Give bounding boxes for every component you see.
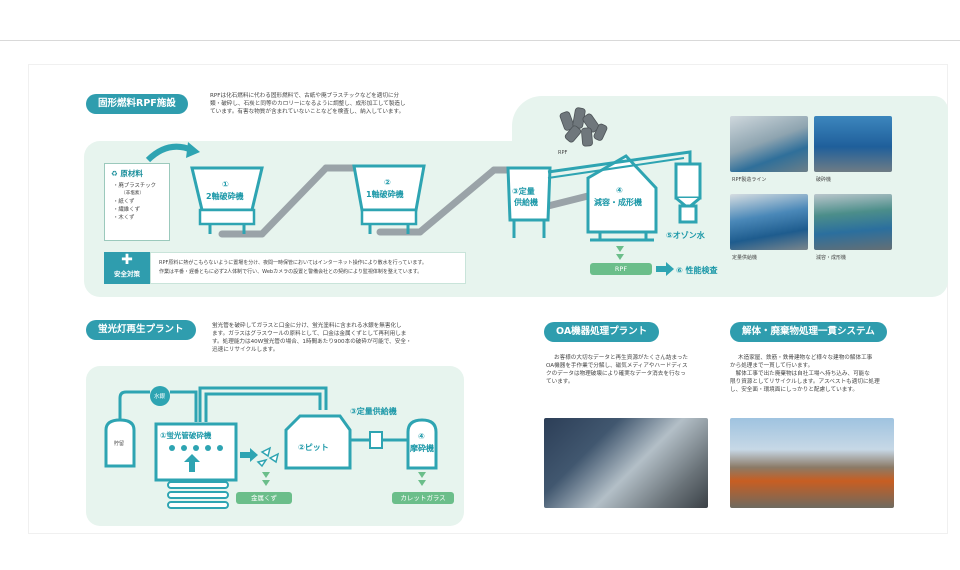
storage-label: 貯留	[114, 441, 125, 447]
step3-label-2: 供給機	[514, 198, 538, 207]
metal-scrap-tag: 金属くず	[236, 492, 292, 504]
safety-line: RPF原料に熱がこもらないように置場を分け、夜間一時保管においてはインターネット…	[159, 260, 427, 266]
oa-title: OA機器処理プラント	[544, 322, 660, 342]
rpf-down-arrows	[616, 246, 624, 260]
compression-molder	[586, 154, 658, 242]
grinder	[406, 418, 438, 470]
conveyor-belt	[416, 166, 498, 236]
mercury-label: 水銀	[154, 394, 166, 400]
step2-label: 1軸破砕機	[366, 190, 404, 199]
safety-line: 作業は平番・遅番ともに必ず2人体制で行い、Webカメラの設置と警備会社との契約に…	[159, 269, 423, 275]
fluor-step4-number: ④	[418, 432, 425, 441]
safety-text-box: RPF原料に熱がこもらないように置場を分け、夜間一時保管においてはインターネット…	[150, 252, 466, 284]
conveyor-belt	[258, 164, 330, 238]
right-arrow-icon	[240, 448, 258, 462]
recycle-icon: ♻	[111, 169, 118, 178]
rpf-pellets-image	[559, 107, 608, 147]
rpf-output-tag: RPF	[590, 263, 652, 275]
exhaust-duct	[547, 150, 692, 174]
one-axis-crusher	[352, 164, 426, 234]
output-arrows	[262, 472, 426, 486]
photo-molder	[814, 194, 892, 250]
fluor-step3: ③定量供給機	[350, 407, 397, 416]
pit	[284, 414, 352, 470]
step5-label: ⑤オゾン水	[666, 231, 705, 240]
fluorescent-title: 蛍光灯再生プラント	[86, 320, 196, 340]
crusher-rollers	[169, 445, 223, 451]
fluor-step1: ①蛍光管破砕機	[160, 431, 212, 440]
photo-production-line	[730, 116, 808, 172]
step4-label: 減容・成形機	[594, 198, 642, 207]
photo-caption: RPF製造ライン	[732, 177, 767, 183]
photo-caption: 破砕機	[816, 177, 832, 183]
top-divider	[0, 40, 960, 41]
material-item: （非塩素）	[121, 191, 144, 196]
step1-number: ①	[222, 180, 229, 189]
photo-caption: 減容・成形機	[816, 255, 847, 261]
step4-number: ④	[616, 186, 623, 195]
material-item: ・紙くず	[113, 199, 135, 205]
up-arrow-icon	[184, 454, 200, 472]
performance-inspection: ⑥ 性能検査	[676, 266, 718, 275]
fluorescent-description: 蛍光管を破砕してガラスと口金に分け、蛍光塗料に含まれる水銀を無害化します。ガラス…	[212, 323, 412, 353]
duct	[170, 390, 198, 422]
demolition-description: 木造家屋、鉄筋・鉄骨建物など様々な建物の解体工事から処理まで一貫して行います。 …	[730, 355, 880, 393]
step2-number: ②	[384, 178, 391, 187]
step1-label: 2軸破砕機	[206, 192, 244, 201]
photo-crusher	[814, 116, 892, 172]
material-item: ・廃プラスチック	[113, 183, 157, 189]
raw-materials-title: 原材料	[120, 169, 143, 178]
conveyor-belt	[544, 192, 592, 210]
material-item: ・木くず	[113, 215, 135, 221]
demolition-title: 解体・廃棄物処理一貫システム	[730, 322, 887, 342]
demolition-site-photo	[730, 418, 894, 508]
duct	[198, 386, 328, 422]
duct	[204, 392, 322, 422]
photo-caption: 定量供給機	[732, 255, 758, 261]
exhaust-duct-inner	[547, 157, 685, 179]
two-axis-crusher	[190, 166, 264, 234]
inspection-arrow	[656, 262, 674, 276]
raw-materials-box: ♻ 原材料 ・廃プラスチック （非塩素） ・紙くず ・繊維くず ・木くず	[104, 163, 170, 241]
ozone-water-tower	[674, 162, 702, 224]
glass-fragments-icon	[256, 446, 280, 468]
rpf-description: RPFは化石燃料に代わる固形燃料で、古紙や廃プラスチックなどを適切に分類・破砕し…	[210, 93, 406, 115]
oa-disassembly-photo	[544, 418, 708, 508]
fluorescent-crusher	[154, 422, 238, 482]
cullet-glass-tag: カレットガラス	[392, 492, 454, 504]
quantitative-feeder	[506, 166, 552, 238]
fluor-step2: ②ピット	[298, 443, 329, 452]
safety-tag: ✚ 安全対策	[104, 252, 150, 284]
photo-feeder	[730, 194, 808, 250]
rpf-product-caption: RPF	[558, 150, 568, 156]
feed-arrowhead	[186, 142, 200, 158]
plus-icon: ✚	[121, 252, 133, 268]
fluor-step4: 摩砕機	[410, 444, 434, 453]
safety-label: 安全対策	[114, 270, 140, 278]
material-item: ・繊維くず	[113, 207, 140, 213]
step3-label: ③定量	[512, 187, 535, 196]
rpf-title: 固形燃料RPF施設	[86, 94, 188, 114]
fluorescent-tubes	[167, 481, 229, 509]
mercury-tank	[104, 418, 136, 468]
duct	[118, 390, 150, 422]
feeder-connector	[369, 431, 383, 449]
mercury-filter-icon	[150, 386, 170, 406]
